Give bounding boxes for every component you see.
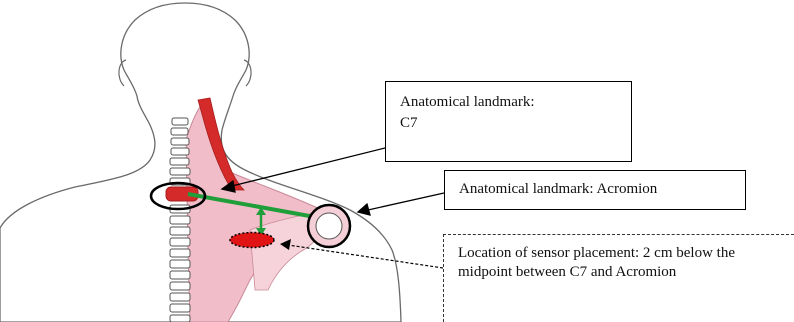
c7-callout: Anatomical landmark: C7 bbox=[385, 81, 632, 162]
acromion-bone bbox=[316, 213, 342, 239]
sensor-location-marker bbox=[230, 233, 274, 248]
c7-callout-line2: C7 bbox=[400, 114, 617, 133]
acromion-callout-text: Anatomical landmark: Acromion bbox=[459, 181, 657, 197]
acromion-callout: Anatomical landmark: Acromion bbox=[444, 170, 746, 210]
c7-callout-line1: Anatomical landmark: bbox=[400, 94, 535, 110]
sensor-callout-text: Location of sensor placement: 2 cm below… bbox=[458, 245, 735, 280]
sensor-callout: Location of sensor placement: 2 cm below… bbox=[443, 234, 794, 322]
